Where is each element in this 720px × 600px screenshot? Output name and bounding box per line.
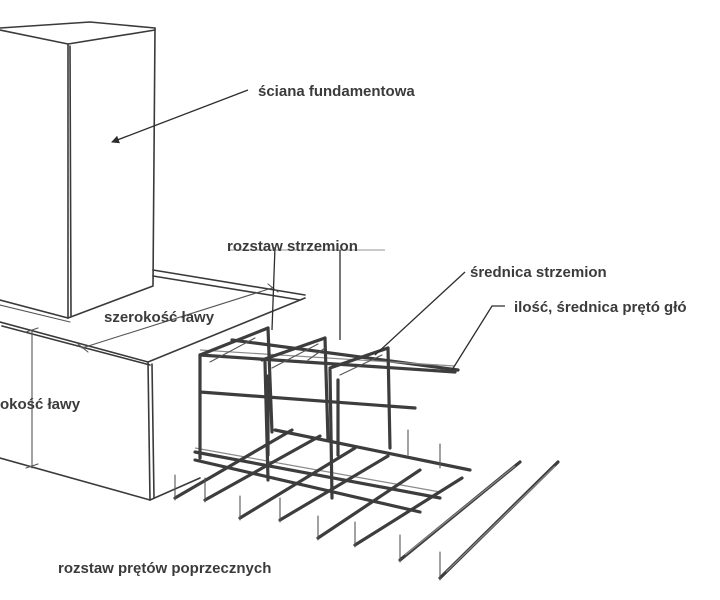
footing (0, 269, 306, 501)
label-footing-height: okość ławy (0, 396, 81, 413)
rebar-cage (173, 326, 560, 581)
label-wall: ściana fundamentowa (258, 83, 415, 100)
label-main-bars: ilość, średnica prętó głó (514, 299, 687, 316)
label-stirrup-diameter: średnica strzemion (470, 264, 607, 281)
foundation-wall (0, 21, 156, 319)
leader-lines (111, 89, 505, 371)
footing-height-dimension (25, 327, 39, 469)
label-stirrup-spacing: rozstaw strzemion (227, 238, 358, 255)
label-transverse-spacing: rozstaw prętów poprzecznych (58, 560, 271, 577)
label-footing-width: szerokość ławy (104, 309, 215, 326)
